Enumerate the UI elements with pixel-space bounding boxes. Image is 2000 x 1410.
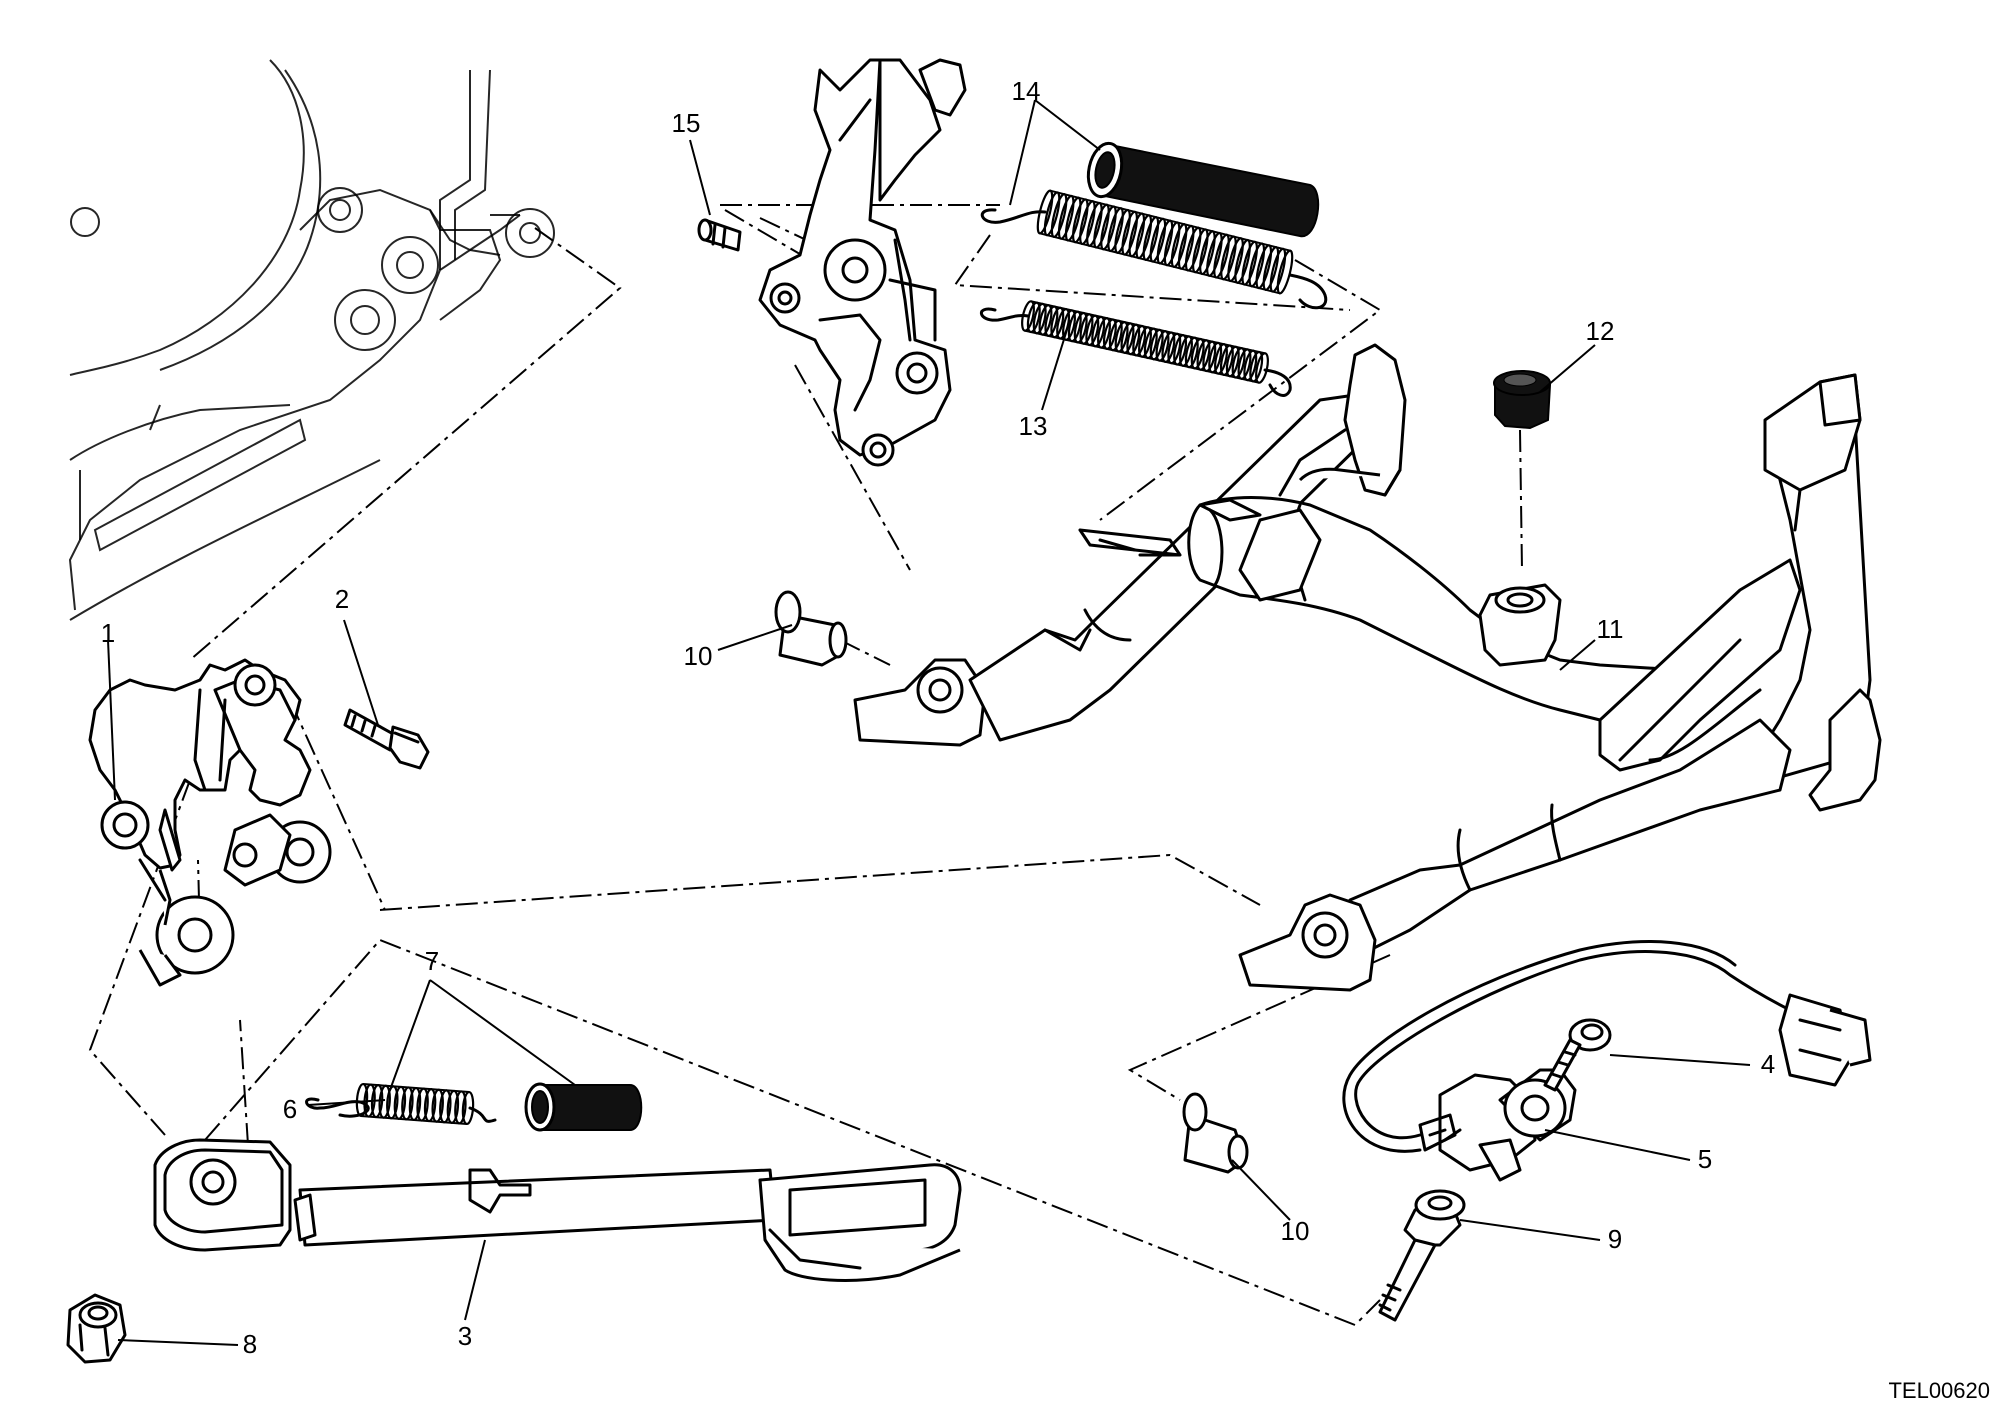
drawing-code: TEL00620 <box>1888 1378 1990 1403</box>
callout-15: 15 <box>672 108 701 138</box>
callout-3: 3 <box>458 1321 472 1351</box>
callout-labels: 1 2 3 4 5 6 7 8 9 10 10 11 12 13 14 15 T… <box>101 76 1990 1403</box>
leader-lines <box>107 99 1751 1346</box>
callout-10-top: 10 <box>684 641 713 671</box>
callout-8: 8 <box>243 1329 257 1359</box>
screw-4 <box>1543 1018 1612 1092</box>
bolt-2 <box>343 708 430 770</box>
callout-9: 9 <box>1608 1224 1622 1254</box>
pivot-bolt-9 <box>1378 1189 1466 1322</box>
callout-7: 7 <box>425 946 439 976</box>
callout-6: 6 <box>283 1094 297 1124</box>
callout-13: 13 <box>1019 411 1048 441</box>
center-stand-11 <box>853 343 1882 992</box>
center-stand-spring-14 <box>981 189 1328 310</box>
callout-2: 2 <box>335 584 349 614</box>
callout-5: 5 <box>1698 1144 1712 1174</box>
spring-sleeve-7 <box>524 1082 643 1132</box>
callout-14: 14 <box>1012 76 1041 106</box>
callout-1: 1 <box>101 618 115 648</box>
center-stand-bracket <box>758 58 967 467</box>
side-stand-sensor-cable <box>1342 940 1872 1153</box>
bushing-10-bottom <box>1182 1092 1249 1174</box>
callout-12: 12 <box>1586 316 1615 346</box>
nut-8 <box>66 1293 127 1364</box>
center-stand-spring-13 <box>980 300 1292 397</box>
callout-11: 11 <box>1597 614 1624 644</box>
grease-nipple-15 <box>697 218 742 252</box>
callout-4: 4 <box>1761 1049 1775 1079</box>
side-stand-sensor-5 <box>1418 1068 1577 1182</box>
side-stand-leg <box>153 1138 962 1282</box>
spring-sleeve-14 <box>1086 141 1320 238</box>
rubber-buffer-12 <box>1493 370 1552 430</box>
engine-casing <box>68 59 555 621</box>
side-stand-bracket <box>88 658 332 987</box>
callout-10-bottom: 10 <box>1281 1216 1310 1246</box>
bushing-10-top <box>774 590 848 667</box>
